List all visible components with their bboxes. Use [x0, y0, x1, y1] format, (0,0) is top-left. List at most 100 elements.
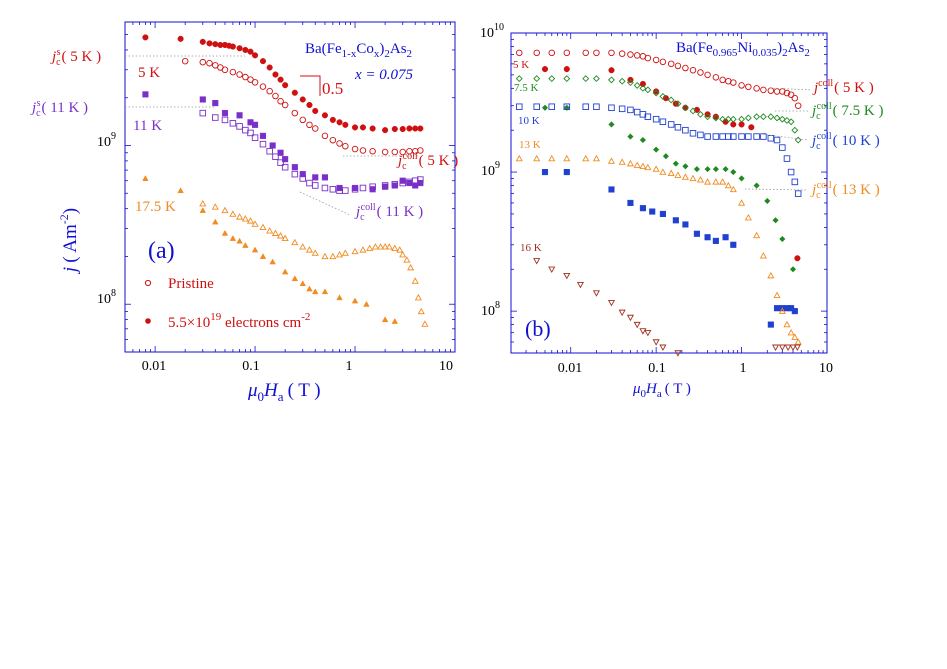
a-point-s0-2 [206, 59, 213, 67]
b-jc10-annotation: jccoll( 10 K ) [810, 131, 880, 152]
b-point-s3-10 [704, 165, 711, 173]
b-point-s2-22 [724, 115, 732, 123]
b-point-s6-19 [704, 178, 712, 185]
b-point-s2-17 [689, 107, 697, 115]
b-point-s2-32 [787, 118, 795, 126]
a-point-s1-19 [299, 96, 306, 103]
a-point-s0-10 [251, 79, 259, 86]
b-jc75-annotation: jccoll( 7.5 K ) [810, 101, 883, 122]
a-point-s4-22 [359, 246, 367, 253]
b-point-s4-5 [593, 103, 600, 110]
a-point-s5-17 [336, 294, 343, 301]
b-xtick-3: 10 [819, 361, 833, 376]
b-point-s7-1 [548, 266, 556, 273]
a-xtick-1: 0.1 [242, 359, 260, 374]
b-point-s1-1 [563, 66, 570, 73]
b-point-s5-0 [541, 169, 549, 176]
a-point-s1-11 [247, 48, 254, 55]
a-point-s4-26 [381, 243, 389, 250]
b-point-s6-10 [639, 162, 647, 170]
b-point-s2-19 [704, 113, 712, 121]
b-point-s2-14 [667, 96, 675, 104]
b-point-s6-9 [633, 161, 641, 168]
a-point-s0-6 [229, 68, 237, 76]
b-point-s0-32 [787, 91, 795, 98]
b-point-s5-12 [722, 234, 729, 241]
a-xtick-2: 1 [346, 359, 353, 374]
b-point-s6-17 [689, 174, 697, 182]
a-point-s4-20 [341, 249, 349, 256]
b-point-s3-8 [682, 163, 689, 170]
panel-b: 0.01 0.1 1 10 1010 109 108 μ0Ha( T ) Ba(… [480, 22, 883, 400]
b-point-s7-8 [633, 321, 641, 329]
a-point-s5-3 [212, 218, 219, 225]
b-point-s2-4 [582, 75, 590, 83]
b-point-s6-11 [644, 163, 652, 171]
b-point-s6-18 [696, 176, 705, 183]
a-point-s0-23 [342, 142, 349, 150]
a-ylabel: j( Am-2) [57, 208, 81, 275]
a-point-s2-9 [266, 148, 273, 155]
b-point-s6-16 [681, 173, 689, 180]
a-point-s4-13 [291, 238, 299, 246]
a-temp-11k: 11 K [133, 118, 162, 134]
a-point-s1-1 [177, 35, 184, 42]
b-point-s3-14 [738, 175, 745, 182]
b-point-s3-18 [779, 235, 786, 243]
a-xtick-3: 10 [439, 359, 453, 374]
b-point-s4-26 [753, 133, 760, 140]
a-jc11-guide [299, 191, 351, 216]
b-point-s2-24 [738, 115, 746, 123]
b-point-s0-18 [697, 69, 704, 76]
b-point-s4-8 [627, 106, 634, 114]
b-point-s7-16 [784, 344, 792, 351]
a-point-s0-27 [381, 148, 389, 156]
a-point-s1-18 [291, 89, 298, 96]
b-point-s3-19 [789, 266, 797, 273]
b-point-s2-21 [719, 115, 727, 123]
b-point-s5-13 [730, 241, 737, 248]
a-point-s5-12 [291, 275, 299, 282]
b-point-s4-7 [618, 105, 626, 113]
a-point-s4-0 [199, 199, 207, 207]
b-point-s4-21 [719, 133, 726, 140]
b-point-s0-8 [627, 51, 634, 58]
b-temp-10k: 10 K [518, 115, 540, 127]
b-point-s1-5 [653, 88, 660, 95]
a-point-s4-8 [259, 223, 267, 231]
panel-b-ticks [510, 32, 828, 354]
b-point-s6-4 [582, 154, 590, 162]
a-point-s3-9 [277, 149, 284, 156]
b-point-s0-31 [783, 89, 791, 97]
b-point-s0-11 [644, 54, 652, 62]
b-point-s6-30 [778, 307, 786, 314]
b-point-s0-29 [773, 88, 781, 95]
b-point-s0-9 [633, 52, 641, 59]
a-point-s3-2 [212, 100, 219, 107]
a-point-s3-7 [259, 132, 267, 139]
b-point-s2-28 [767, 113, 775, 121]
b-temp-5k: 5 K [513, 59, 529, 71]
panel-a-frame [124, 21, 456, 353]
a-point-s4-31 [403, 256, 411, 263]
panel-b-frame [510, 32, 828, 354]
b-point-s2-31 [783, 117, 791, 124]
a-point-s4-25 [376, 243, 385, 250]
b-point-s3-0 [541, 104, 549, 111]
a-point-s3-14 [321, 174, 328, 181]
b-point-s2-29 [773, 114, 781, 122]
b-title: Ba(Fe0.965Ni0.035)2As2 [676, 40, 810, 59]
a-point-s5-20 [381, 316, 389, 323]
a-point-s5-19 [363, 300, 370, 307]
a-point-s0-19 [311, 125, 319, 132]
b-point-s3-7 [672, 160, 679, 167]
b-point-s3-17 [772, 217, 779, 224]
a-point-s4-24 [371, 243, 380, 250]
a-point-s4-33 [411, 277, 419, 284]
b-point-s0-4 [582, 49, 590, 57]
a-legend: Pristine 5.5×1019 electrons cm-2 [144, 276, 310, 331]
a-point-s2-22 [359, 184, 367, 192]
b-point-s4-30 [779, 144, 786, 151]
b-point-s7-4 [592, 290, 600, 297]
a-point-s2-18 [329, 186, 337, 193]
